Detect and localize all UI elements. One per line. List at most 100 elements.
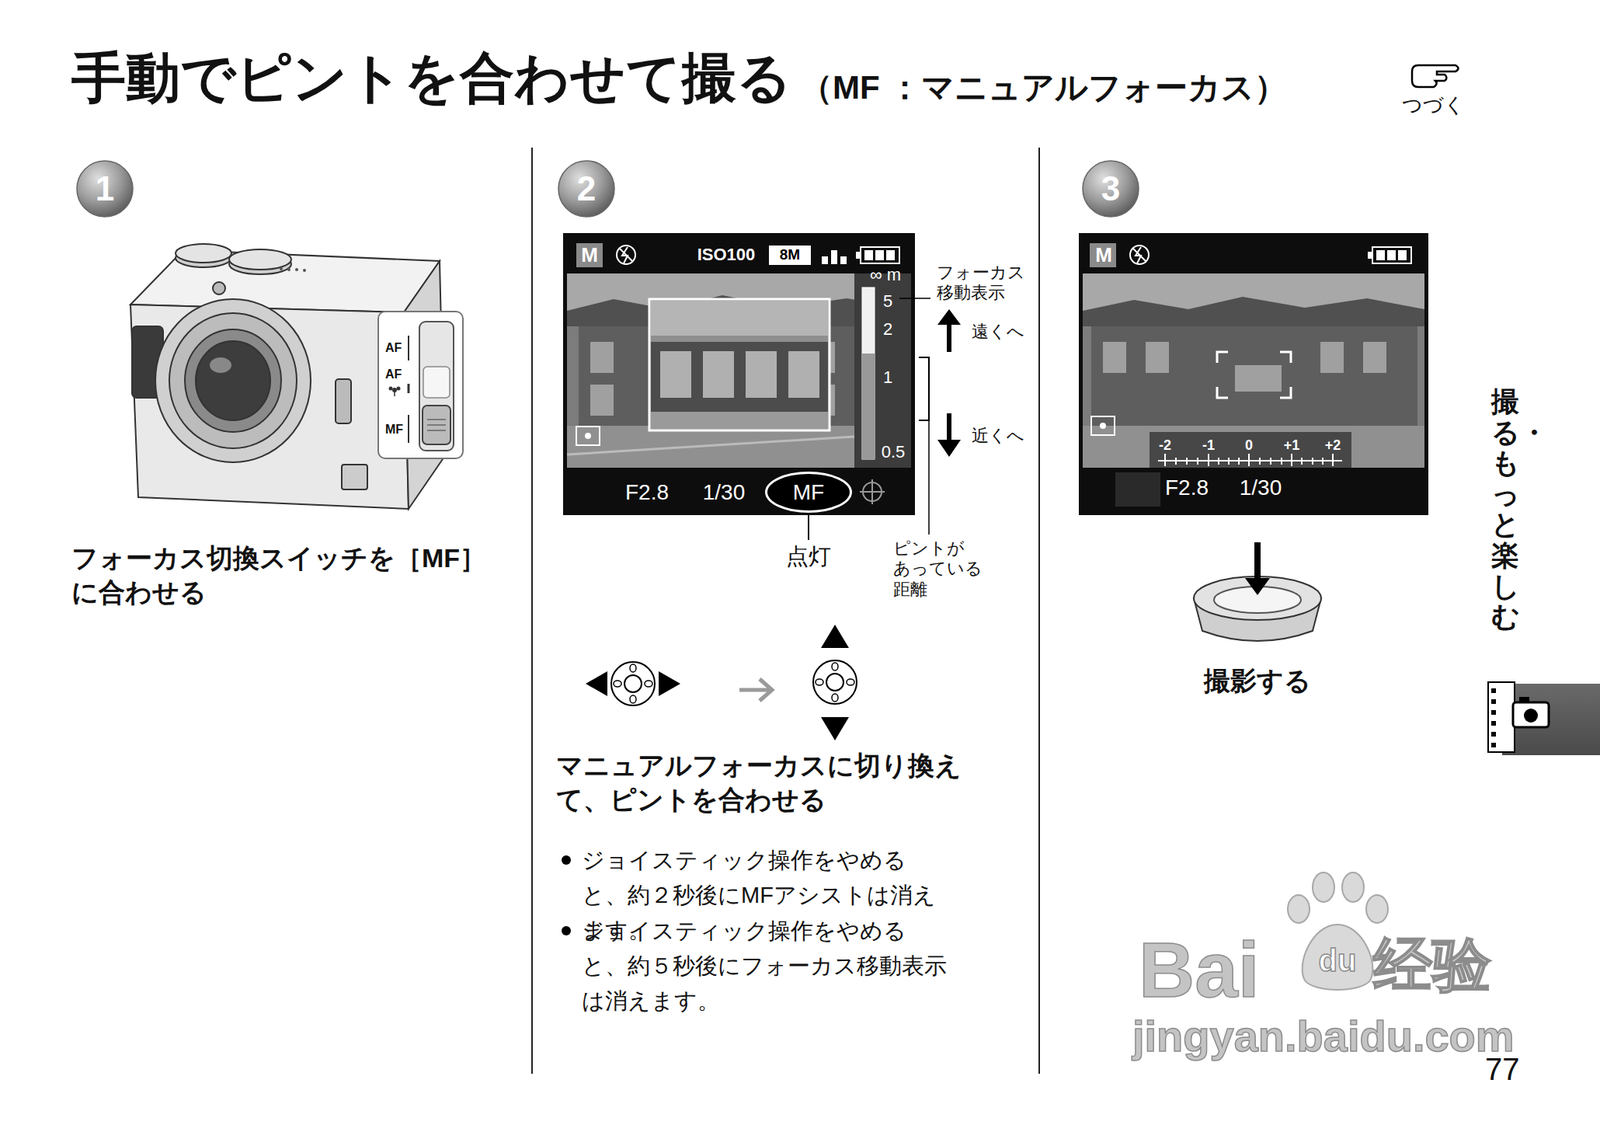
step-number: 2 bbox=[577, 168, 596, 210]
step-number: 1 bbox=[95, 168, 115, 210]
scale-mark: 5 bbox=[883, 291, 893, 312]
camera-illustration bbox=[279, 267, 283, 271]
lcd-screen bbox=[1259, 457, 1261, 465]
watermark-paw bbox=[1287, 872, 1388, 990]
lcd-screen bbox=[1082, 425, 1425, 468]
step-instruction: マニュアルフォーカスに切り換えて、ピントを合わせる bbox=[556, 747, 964, 817]
focus-switch-drawing bbox=[393, 390, 396, 397]
aperture-readout: F2.8 bbox=[1165, 474, 1209, 501]
continued-note: つづく bbox=[1401, 93, 1465, 118]
callout-line bbox=[899, 297, 931, 300]
lcd-screen bbox=[1145, 341, 1169, 373]
lcd-screen bbox=[649, 299, 830, 431]
scale-mark: ∞ m bbox=[869, 264, 901, 286]
scale-mark: 0 bbox=[1245, 437, 1253, 455]
bullet-dot bbox=[561, 855, 571, 865]
lcd-screen bbox=[1149, 431, 1352, 468]
joystick-icon bbox=[831, 662, 839, 671]
scale-mark: +1 bbox=[1283, 437, 1301, 455]
lcd-screen bbox=[1132, 247, 1147, 262]
camera-illustration bbox=[295, 267, 299, 272]
joystick-icon bbox=[831, 693, 839, 702]
step-instruction: 撮影する bbox=[1203, 664, 1312, 697]
section-tab bbox=[1488, 681, 1600, 755]
lcd-screen bbox=[1186, 457, 1188, 465]
lcd-screen bbox=[619, 247, 634, 262]
direction-arrow bbox=[937, 309, 961, 325]
lcd-screen bbox=[1099, 422, 1107, 429]
mode-icon-text: M bbox=[1095, 243, 1113, 268]
lcd-screen bbox=[563, 233, 915, 515]
lcd-screen bbox=[590, 384, 614, 416]
joystick-icon bbox=[624, 674, 642, 693]
step-instruction: フォーカス切換スイッチを［MF］に合わせる bbox=[71, 540, 491, 609]
lcd-screen bbox=[1078, 233, 1429, 515]
lcd-screen bbox=[1376, 250, 1385, 261]
continue-hand-icon bbox=[1412, 65, 1459, 87]
column-divider bbox=[531, 147, 533, 1074]
watermark-paw bbox=[1342, 872, 1364, 902]
lcd-screen bbox=[821, 250, 847, 265]
lcd-screen bbox=[1082, 296, 1425, 327]
page-title: 手動でピントを合わせて撮る bbox=[71, 45, 793, 111]
joystick-icon bbox=[826, 673, 844, 691]
joystick-icon bbox=[813, 660, 857, 704]
lcd-screen bbox=[886, 250, 895, 261]
scale-mark: 1 bbox=[883, 367, 893, 388]
shutter-button bbox=[1245, 577, 1270, 595]
step-number: 3 bbox=[1101, 168, 1120, 210]
camera-illustration bbox=[169, 313, 297, 449]
lcd-screen bbox=[616, 245, 636, 265]
lcd-screen bbox=[1363, 341, 1387, 373]
lcd-screen bbox=[576, 243, 603, 268]
lcd-screen bbox=[1089, 243, 1117, 268]
lcd-screen bbox=[566, 436, 855, 455]
lcd-screen bbox=[576, 426, 600, 446]
camera-illustration bbox=[341, 464, 368, 490]
section-tab bbox=[1491, 688, 1496, 693]
lcd-screen bbox=[566, 273, 912, 468]
switch-position-label: AF bbox=[385, 340, 402, 355]
joystick-icon bbox=[629, 695, 637, 703]
lcd-screen bbox=[768, 245, 811, 265]
lcd-screen bbox=[1398, 250, 1407, 261]
section-tab bbox=[1519, 696, 1530, 703]
lcd-screen bbox=[1102, 341, 1387, 392]
section-tab bbox=[1523, 708, 1538, 723]
joystick-icon bbox=[611, 661, 655, 706]
lcd-screen bbox=[862, 353, 875, 460]
camera-illustration bbox=[175, 243, 232, 263]
lcd-screen bbox=[1196, 457, 1199, 465]
continue-hand-icon bbox=[1412, 65, 1459, 87]
lcd-screen bbox=[1300, 457, 1303, 465]
callout-line bbox=[928, 420, 930, 535]
lcd-screen bbox=[1269, 457, 1272, 465]
camera-illustration bbox=[287, 267, 291, 272]
section-tab bbox=[1491, 731, 1496, 737]
joystick-icon bbox=[585, 671, 608, 696]
watermark: du bbox=[1318, 941, 1357, 979]
joystick-icon bbox=[644, 680, 653, 687]
focus-switch-drawing bbox=[427, 418, 446, 421]
lcd-screen bbox=[1238, 457, 1240, 465]
step-badge bbox=[558, 160, 615, 217]
camera-illustration bbox=[335, 379, 352, 424]
joystick-icon bbox=[820, 624, 849, 648]
lcd-screen bbox=[650, 411, 828, 429]
joystick-icon bbox=[820, 716, 849, 741]
camera-illustration bbox=[279, 267, 307, 272]
lcd-screen bbox=[859, 479, 885, 505]
focus-switch-drawing bbox=[422, 405, 451, 445]
lcd-screen bbox=[1320, 341, 1344, 373]
camera-illustration bbox=[302, 268, 307, 272]
focus-mode-indicator: MF bbox=[793, 479, 825, 506]
lcd-screen bbox=[1234, 365, 1282, 392]
aperture-readout: F2.8 bbox=[625, 479, 669, 506]
lcd-screen bbox=[660, 351, 820, 398]
direction-arrow bbox=[937, 309, 961, 457]
title-subtitle: （MF ：マニュアルフォーカス） bbox=[800, 68, 1287, 108]
joystick-icon bbox=[739, 678, 773, 701]
lcd-screen bbox=[1280, 457, 1283, 465]
lcd-screen bbox=[854, 273, 912, 468]
step-badge bbox=[76, 160, 1139, 217]
